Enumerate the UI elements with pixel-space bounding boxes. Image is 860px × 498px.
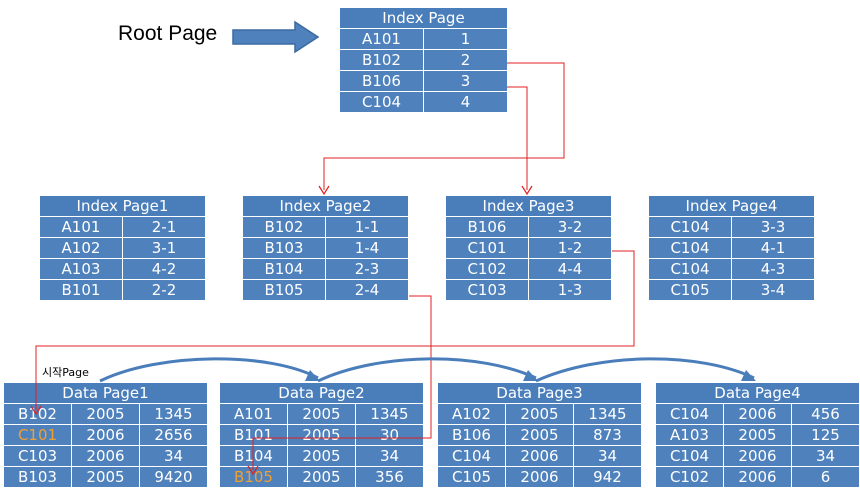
cell: 1 — [423, 28, 508, 50]
cell: 356 — [355, 466, 424, 488]
cell: 2005 — [723, 424, 792, 446]
cell: 2 — [423, 49, 508, 71]
table-title: Data Page2 — [219, 382, 424, 404]
table-title: Data Page4 — [655, 382, 860, 404]
link-root-to-index-page-3 — [507, 86, 528, 190]
cell: B105 — [242, 279, 326, 301]
table-title: Index Page2 — [242, 195, 409, 217]
root-page-label: Root Page — [118, 22, 218, 45]
cell: B106 — [445, 216, 529, 238]
table-title: Index Page3 — [445, 195, 612, 217]
cell: B101 — [39, 279, 123, 301]
cell: C104 — [655, 445, 724, 467]
cell: B106 — [437, 424, 506, 446]
cell: 6 — [791, 466, 860, 488]
cell: 2-2 — [122, 279, 206, 301]
highlighted-cell: C101 — [3, 424, 72, 446]
link-arrowhead — [247, 465, 259, 476]
cell: 942 — [573, 466, 642, 488]
table-title: Data Page1 — [3, 382, 208, 404]
chain-arrow-data-page-1-to-2 — [99, 357, 319, 383]
cell: C104 — [339, 91, 424, 113]
cell: C104 — [437, 445, 506, 467]
cell: C105 — [648, 279, 732, 301]
cell: 34 — [573, 445, 642, 467]
cell: 9420 — [139, 466, 208, 488]
cell: 3-2 — [528, 216, 612, 238]
cell: 2006 — [723, 403, 792, 425]
cell: 34 — [791, 445, 860, 467]
cell: 2005 — [71, 466, 140, 488]
cell: 4-4 — [528, 258, 612, 280]
cell: 4-2 — [122, 258, 206, 280]
cell: 1-3 — [528, 279, 612, 301]
chain-arrowhead — [305, 370, 320, 381]
cell: C105 — [437, 466, 506, 488]
cell: 34 — [355, 445, 424, 467]
cell: 2006 — [723, 445, 792, 467]
cell: C101 — [445, 237, 529, 259]
link-arrowhead — [318, 185, 330, 196]
cell: 1-2 — [528, 237, 612, 259]
cell: B104 — [242, 258, 326, 280]
cell: 3-4 — [731, 279, 815, 301]
link-root-to-index-page-2 — [323, 62, 565, 190]
cell: 125 — [791, 424, 860, 446]
cell: 2005 — [71, 403, 140, 425]
table-title: Index Page4 — [648, 195, 815, 217]
cell: 456 — [791, 403, 860, 425]
cell: 2006 — [505, 466, 574, 488]
cell: 2005 — [287, 424, 356, 446]
link-index-page-3-to-data-page-1 — [35, 250, 635, 410]
cell: 2005 — [287, 403, 356, 425]
cell: C103 — [3, 445, 72, 467]
cell: 34 — [139, 445, 208, 467]
cell: B106 — [339, 70, 424, 92]
cell: 2005 — [287, 466, 356, 488]
root-page-arrow — [232, 20, 320, 54]
cell: 2656 — [139, 424, 208, 446]
cell: A102 — [437, 403, 506, 425]
cell: A102 — [39, 237, 123, 259]
chain-arrow-data-page-3-to-4 — [535, 357, 755, 383]
cell: B103 — [3, 466, 72, 488]
link-arrowhead — [521, 185, 533, 196]
cell: 3-3 — [731, 216, 815, 238]
chain-arrowhead — [741, 370, 756, 381]
cell: 2005 — [505, 424, 574, 446]
cell: B102 — [242, 216, 326, 238]
cell: 2006 — [71, 424, 140, 446]
cell: 30 — [355, 424, 424, 446]
link-index-page-2-to-data-page-2 — [252, 295, 432, 470]
cell: 1345 — [355, 403, 424, 425]
link-arrowhead — [30, 405, 42, 416]
table-title: Index Page1 — [39, 195, 206, 217]
cell: 3-1 — [122, 237, 206, 259]
cell: C103 — [445, 279, 529, 301]
cell: 3 — [423, 70, 508, 92]
cell: 4 — [423, 91, 508, 113]
table-title: Index Page — [339, 7, 508, 29]
cell: 2006 — [723, 466, 792, 488]
cell: C102 — [655, 466, 724, 488]
chain-arrowhead — [523, 370, 538, 381]
chain-arrow-data-page-2-to-3 — [317, 357, 537, 383]
cell: 2-4 — [325, 279, 409, 301]
cell: A103 — [655, 424, 724, 446]
start-page-label: 시작Page — [42, 366, 89, 379]
cell: B102 — [3, 403, 72, 425]
cell: 2006 — [71, 445, 140, 467]
